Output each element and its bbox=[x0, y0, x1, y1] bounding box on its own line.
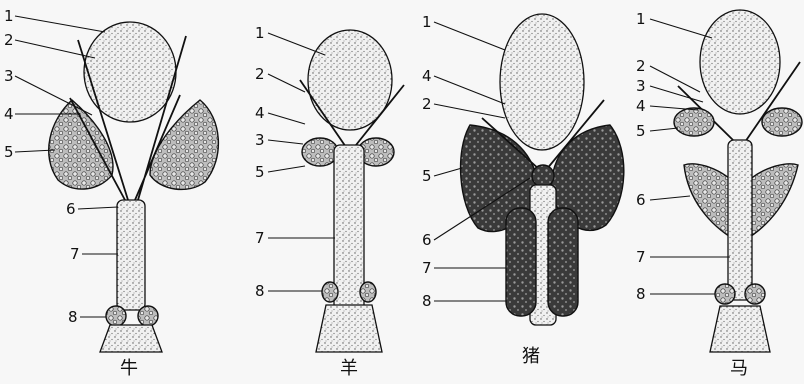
cattle-urethra bbox=[117, 200, 145, 310]
cattle-label-2: 2 bbox=[4, 31, 14, 49]
pig-label-1: 1 bbox=[422, 13, 432, 31]
sheep-bulbourethral-right bbox=[360, 282, 376, 302]
cattle-label-7: 7 bbox=[70, 245, 80, 263]
pig-label-4: 4 bbox=[422, 67, 432, 85]
specimen-pig: 1 4 2 5 6 7 8 猪 bbox=[422, 13, 624, 367]
pig-label-2: 2 bbox=[422, 95, 432, 113]
cattle-label-1: 1 bbox=[4, 7, 14, 25]
horse-penis-root bbox=[710, 306, 770, 352]
sheep-label-4: 4 bbox=[255, 104, 265, 122]
horse-name: 马 bbox=[730, 358, 748, 379]
pig-label-8: 8 bbox=[422, 292, 432, 310]
sheep-label-7: 7 bbox=[255, 229, 265, 247]
pig-bladder bbox=[500, 14, 584, 150]
pig-prostate bbox=[532, 165, 554, 187]
horse-label-1: 1 bbox=[636, 10, 646, 28]
horse-label-2: 2 bbox=[636, 57, 646, 75]
cattle-label-4: 4 bbox=[4, 105, 14, 123]
cattle-label-6: 6 bbox=[66, 200, 76, 218]
sheep-label-3: 3 bbox=[255, 131, 265, 149]
cattle-bladder bbox=[84, 22, 176, 122]
horse-label-5: 5 bbox=[636, 122, 646, 140]
sheep-name: 羊 bbox=[340, 358, 358, 379]
sheep-penis-root bbox=[316, 305, 382, 352]
horse-vesicle-right bbox=[762, 108, 802, 136]
horse-label-3: 3 bbox=[636, 77, 646, 95]
sheep-label-1: 1 bbox=[255, 24, 265, 42]
pig-label-6: 6 bbox=[422, 231, 432, 249]
sheep-label-2: 2 bbox=[255, 65, 265, 83]
sheep-bulbourethral-left bbox=[322, 282, 338, 302]
horse-label-8: 8 bbox=[636, 285, 646, 303]
horse-label-7: 7 bbox=[636, 248, 646, 266]
pig-label-7: 7 bbox=[422, 259, 432, 277]
cattle-label-8: 8 bbox=[68, 308, 78, 326]
horse-bulbourethral-left bbox=[715, 284, 735, 304]
sheep-seminal-vesicle-left bbox=[302, 138, 338, 166]
horse-label-6: 6 bbox=[636, 191, 646, 209]
pig-name: 猪 bbox=[522, 346, 540, 367]
cattle-penis-root bbox=[100, 325, 162, 352]
cattle-bulbourethral-left bbox=[106, 306, 126, 326]
pig-bulbourethral-right bbox=[548, 208, 578, 316]
sheep-urethra bbox=[334, 145, 364, 310]
sheep-label-8: 8 bbox=[255, 282, 265, 300]
pig-bulbourethral-left bbox=[506, 208, 536, 316]
cattle-label-5: 5 bbox=[4, 143, 14, 161]
specimen-sheep: 1 2 4 3 5 7 8 羊 bbox=[255, 24, 404, 379]
horse-bulbourethral-right bbox=[745, 284, 765, 304]
horse-label-4: 4 bbox=[636, 97, 646, 115]
horse-bladder bbox=[700, 10, 780, 114]
cattle-bulbourethral-right bbox=[138, 306, 158, 326]
pig-label-5: 5 bbox=[422, 167, 432, 185]
cattle-name: 牛 bbox=[120, 358, 138, 379]
specimen-horse: 1 2 3 4 5 6 7 8 马 bbox=[636, 10, 802, 379]
cattle-label-3: 3 bbox=[4, 67, 14, 85]
cattle-seminal-vesicle-right bbox=[150, 100, 218, 189]
horse-vesicle-left bbox=[674, 108, 714, 136]
specimen-cattle: 1 2 3 4 5 6 7 8 牛 bbox=[4, 7, 218, 379]
horse-urethra bbox=[728, 140, 752, 300]
sheep-label-5: 5 bbox=[255, 163, 265, 181]
